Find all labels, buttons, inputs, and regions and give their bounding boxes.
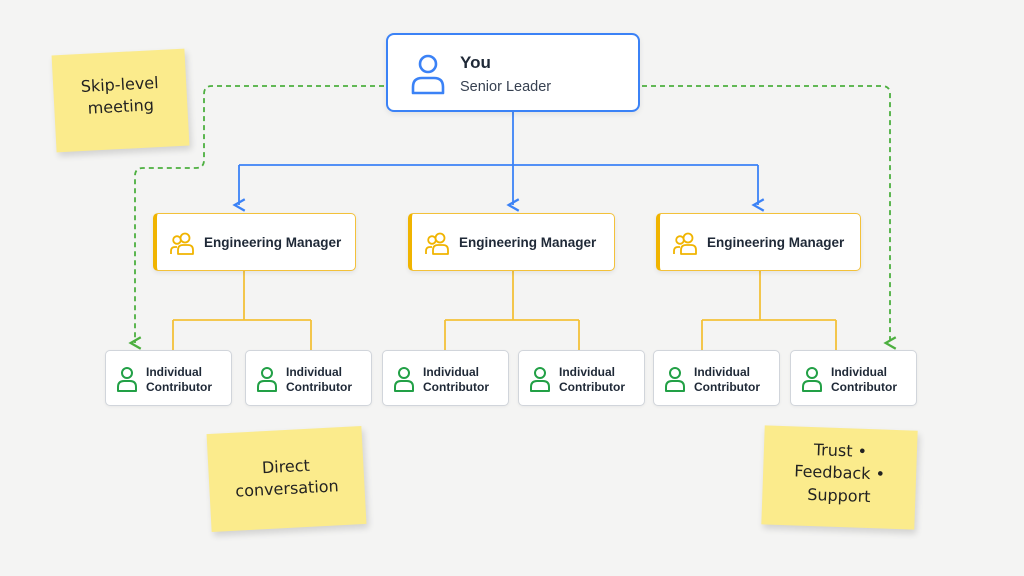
manager-label: Engineering Manager	[707, 235, 845, 250]
contributor-label-line2: Contributor	[559, 380, 625, 394]
manager-label: Engineering Manager	[459, 235, 597, 250]
individual-contributor-card-6: Individual Contributor	[790, 350, 917, 406]
note-line: Support	[806, 484, 871, 506]
individual-contributor-card-1: Individual Contributor	[105, 350, 232, 406]
contributor-label-line1: Individual	[423, 365, 480, 379]
people-icon	[673, 232, 697, 255]
engineering-manager-card-2: Engineering Manager	[408, 213, 615, 271]
person-icon	[117, 367, 137, 392]
person-icon	[257, 367, 277, 392]
manager-1-connector	[172, 271, 312, 350]
contributor-label-line1: Individual	[694, 365, 751, 379]
leader-name: You	[460, 53, 491, 72]
sticky-note-values: Trust • Feedback • Support	[761, 425, 918, 530]
manager-3-connector	[701, 271, 837, 350]
person-icon	[665, 367, 685, 392]
skip-level-line-right	[642, 85, 897, 350]
contributor-label-line1: Individual	[146, 365, 203, 379]
contributor-label-line2: Contributor	[423, 380, 489, 394]
individual-contributor-card-2: Individual Contributor	[245, 350, 372, 406]
engineering-manager-card-3: Engineering Manager	[656, 213, 861, 271]
sticky-note-direct-conversation: Direct conversation	[206, 426, 367, 532]
senior-leader-card: You Senior Leader	[386, 33, 640, 112]
individual-contributor-card-4: Individual Contributor	[518, 350, 645, 406]
individual-contributor-card-3: Individual Contributor	[382, 350, 509, 406]
contributor-label-line2: Contributor	[831, 380, 897, 394]
engineering-manager-card-1: Engineering Manager	[153, 213, 356, 271]
contributor-label-line1: Individual	[559, 365, 616, 379]
manager-2-connector	[444, 271, 580, 350]
manager-label: Engineering Manager	[204, 235, 342, 250]
people-icon	[425, 232, 449, 255]
person-icon	[802, 367, 822, 392]
contributor-label-line2: Contributor	[286, 380, 352, 394]
person-icon	[411, 54, 445, 95]
individual-contributor-card-5: Individual Contributor	[653, 350, 780, 406]
leader-role: Senior Leader	[460, 79, 552, 95]
contributor-label-line2: Contributor	[146, 380, 212, 394]
person-icon	[394, 367, 414, 392]
sticky-note-skip-level: Skip-level meeting	[51, 48, 190, 153]
skip-level-line-left	[128, 85, 384, 350]
contributor-label-line1: Individual	[286, 365, 343, 379]
contributor-label-line1: Individual	[831, 365, 888, 379]
people-icon	[170, 232, 194, 255]
person-icon	[530, 367, 550, 392]
contributor-label-line2: Contributor	[694, 380, 760, 394]
